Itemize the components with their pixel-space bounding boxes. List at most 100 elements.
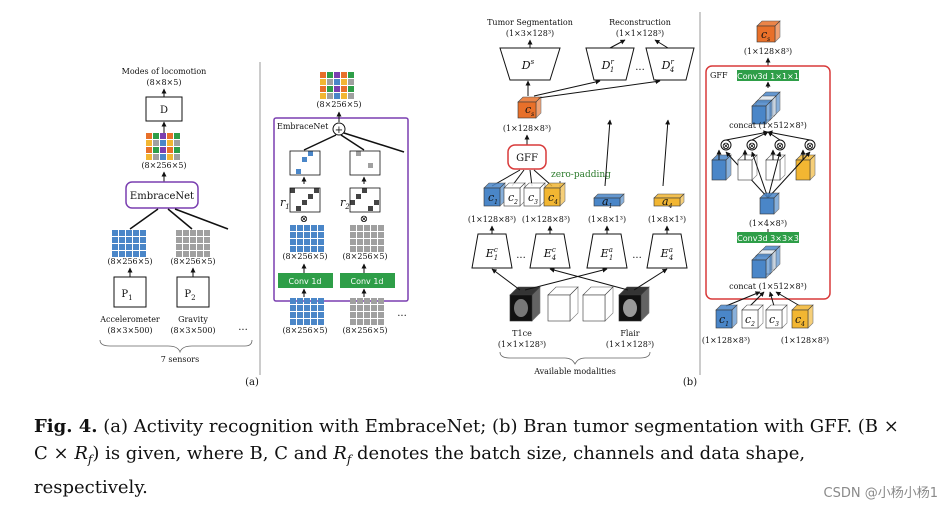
fused-cell bbox=[146, 154, 152, 160]
detail-fused-cell bbox=[320, 93, 326, 99]
detail-grey-cell bbox=[371, 225, 377, 231]
detail-fused-cell bbox=[348, 93, 354, 99]
mask2-cell bbox=[374, 163, 379, 168]
watermark: CSDN @小杨小杨1 bbox=[823, 486, 938, 501]
encoded-dims-2: (8×256×5) bbox=[170, 257, 215, 266]
cube-a1 bbox=[593, 193, 625, 207]
mask2-cell bbox=[374, 151, 379, 156]
detail-grey-cell bbox=[350, 232, 356, 238]
masked-grid-1 bbox=[289, 150, 321, 176]
mid-cube bbox=[759, 192, 780, 215]
gff-detail: cs (1×128×8³) GFF Conv3d 1×1×1 concat (1… bbox=[702, 20, 831, 345]
detail-blue-cell bbox=[297, 232, 303, 238]
embracenet-label: EmbraceNet bbox=[130, 191, 194, 202]
detail-fused-cell bbox=[327, 93, 333, 99]
r2-cell bbox=[356, 206, 361, 211]
encoded-blue-cell bbox=[112, 230, 118, 236]
detail-ellipsis: ... bbox=[397, 308, 407, 319]
encoded-blue-cell bbox=[126, 237, 132, 243]
sensor-2-dims: (8×3×500) bbox=[170, 326, 215, 335]
detail-grey-cell bbox=[350, 239, 356, 245]
encoded-blue-cell bbox=[140, 230, 146, 236]
classifier-label: D bbox=[160, 105, 168, 116]
input-grey-cell bbox=[350, 319, 356, 325]
detail-grey-cell bbox=[378, 239, 384, 245]
zero-padding-label: zero-padding bbox=[551, 170, 611, 180]
mask2-cell bbox=[362, 151, 367, 156]
detail-blue-cell bbox=[304, 246, 310, 252]
encoded-blue-cell bbox=[112, 237, 118, 243]
cs-cube-shape bbox=[517, 96, 542, 119]
mask1-cell bbox=[308, 163, 313, 168]
detail-fused-cell bbox=[334, 86, 340, 92]
fused-cell bbox=[153, 140, 159, 146]
r2-cell bbox=[362, 200, 367, 205]
multiply-symbol: ⊗ bbox=[722, 141, 730, 152]
fused-cell bbox=[167, 147, 173, 153]
encoded-blue-cell bbox=[133, 230, 139, 236]
detail-blue-cell bbox=[290, 239, 296, 245]
brain-slice bbox=[623, 299, 637, 317]
multiply-symbol: ⊗ bbox=[776, 141, 784, 152]
c-dims-2: (1×128×8³) bbox=[522, 215, 570, 224]
r1-cell bbox=[314, 194, 319, 199]
grid-border bbox=[289, 187, 321, 213]
detail-grey-cell bbox=[350, 225, 356, 231]
r1-cell bbox=[290, 206, 295, 211]
encoded-grey-cell bbox=[183, 237, 189, 243]
mid-dims: (1×4×8³) bbox=[749, 219, 787, 228]
sensor-1-dims: (8×3×500) bbox=[107, 326, 152, 335]
detail-fused-cell bbox=[341, 86, 347, 92]
input-grid-2 bbox=[350, 298, 384, 325]
panel-b: Tumor Segmentation (1×3×128³) Reconstruc… bbox=[468, 18, 697, 388]
input-grey-cell bbox=[357, 305, 363, 311]
mask1-cell bbox=[308, 169, 313, 174]
gff-input-label-c3: c3 bbox=[769, 313, 779, 328]
fused-cell bbox=[174, 133, 180, 139]
detail-dims-2: (8×256×5) bbox=[342, 252, 387, 261]
encoder-ellipsis-1: ... bbox=[516, 250, 526, 261]
detail-grey-cell bbox=[364, 225, 370, 231]
r2-cell bbox=[350, 206, 355, 211]
r1-cell bbox=[296, 194, 301, 199]
cube-label-a1: a1 bbox=[602, 195, 612, 210]
top-label: Modes of locomotion bbox=[122, 67, 207, 76]
input-grey-cell bbox=[378, 305, 384, 311]
detail-fused-cell bbox=[334, 72, 340, 78]
grid-border bbox=[289, 150, 321, 176]
detail-grey-cell bbox=[350, 246, 356, 252]
detail-encoded-grid-2 bbox=[350, 225, 384, 252]
input-blue-cell bbox=[290, 312, 296, 318]
input-grey-cell bbox=[350, 312, 356, 318]
r2-cell bbox=[356, 194, 361, 199]
encoded-blue-cell bbox=[119, 230, 125, 236]
detail-fused-cell bbox=[320, 72, 326, 78]
a-dims-2: (1×8×1³) bbox=[648, 215, 686, 224]
fused-cell bbox=[160, 140, 166, 146]
encoded-blue-cell bbox=[140, 237, 146, 243]
input-grey-cell bbox=[364, 305, 370, 311]
detail-grey-cell bbox=[357, 239, 363, 245]
input-blue-cell bbox=[290, 305, 296, 311]
encoded-grey-cell bbox=[197, 251, 203, 257]
detail-top-dims: (8×256×5) bbox=[316, 100, 361, 109]
r2-cell bbox=[350, 194, 355, 199]
mask1-cell bbox=[296, 163, 301, 168]
encoded-blue-cell bbox=[112, 244, 118, 250]
decoder-seg-label: Ds bbox=[521, 58, 535, 72]
mask1-cell bbox=[302, 163, 307, 168]
input-blue-cell bbox=[297, 319, 303, 325]
detail-grey-cell bbox=[371, 232, 377, 238]
mask2-cell bbox=[350, 151, 355, 156]
detail-blue-cell bbox=[297, 246, 303, 252]
mask2-cell bbox=[356, 169, 361, 174]
fused-cell bbox=[146, 133, 152, 139]
decoder-ellipsis: ... bbox=[635, 62, 645, 73]
modality-1-dims: (1×1×128³) bbox=[498, 340, 546, 349]
encoder-c1 bbox=[471, 233, 513, 269]
detail-blue-cell bbox=[290, 246, 296, 252]
fused-cell bbox=[153, 133, 159, 139]
